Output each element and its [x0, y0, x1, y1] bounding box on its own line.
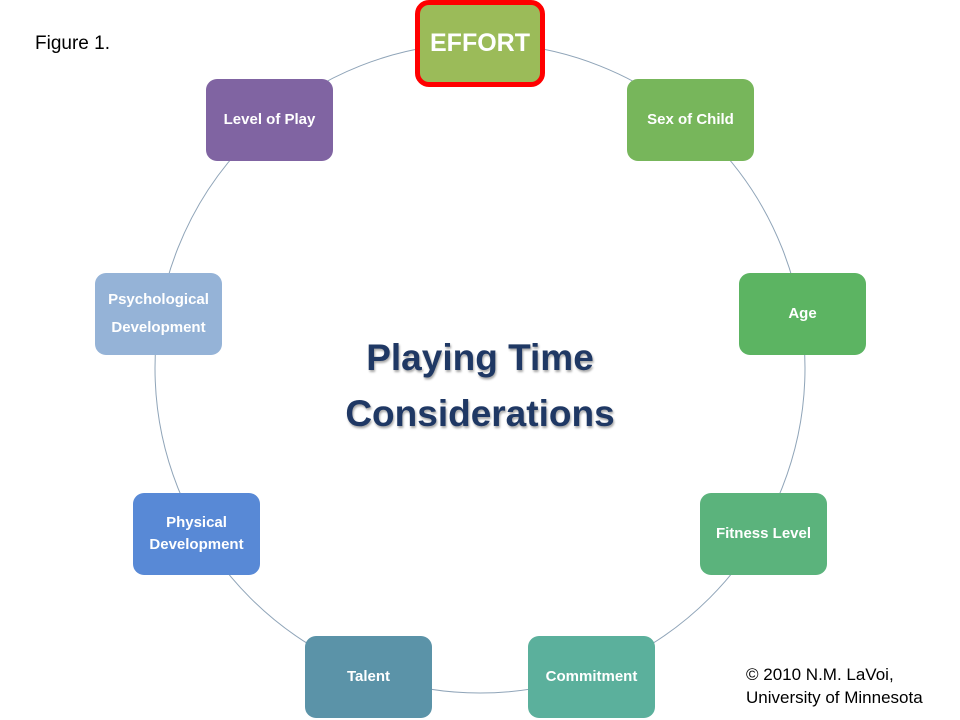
node-label: Commitment — [545, 668, 638, 686]
node-effort: EFFORT — [415, 0, 545, 87]
node-fitness-level: Fitness Level — [700, 493, 827, 575]
figure-label: Figure 1. — [35, 33, 110, 54]
node-sex-of-child: Sex of Child — [627, 79, 754, 161]
node-psychological-development: Psychological Development — [95, 273, 222, 355]
node-age: Age — [739, 273, 866, 355]
node-label: Physical Development — [149, 514, 244, 553]
node-label: Age — [788, 305, 817, 323]
center-title: Playing Time Considerations — [280, 330, 680, 441]
copyright-line1: © 2010 N.M. LaVoi, — [746, 665, 894, 684]
node-commitment: Commitment — [528, 636, 655, 718]
copyright-line2: University of Minnesota — [746, 687, 923, 707]
node-talent: Talent — [305, 636, 432, 718]
node-level-of-play: Level of Play — [206, 79, 333, 161]
center-title-line2: Considerations — [345, 392, 615, 434]
node-label: Psychological Development — [108, 290, 209, 337]
copyright: © 2010 N.M. LaVoi, University of Minneso… — [746, 664, 923, 710]
center-title-line1: Playing Time — [366, 337, 594, 378]
node-label: Fitness Level — [715, 525, 812, 543]
node-label: Talent — [346, 668, 391, 686]
node-label: Level of Play — [223, 111, 316, 129]
node-label: EFFORT — [430, 29, 530, 58]
node-label: Sex of Child — [647, 111, 734, 129]
node-physical-development: Physical Development — [133, 493, 260, 575]
